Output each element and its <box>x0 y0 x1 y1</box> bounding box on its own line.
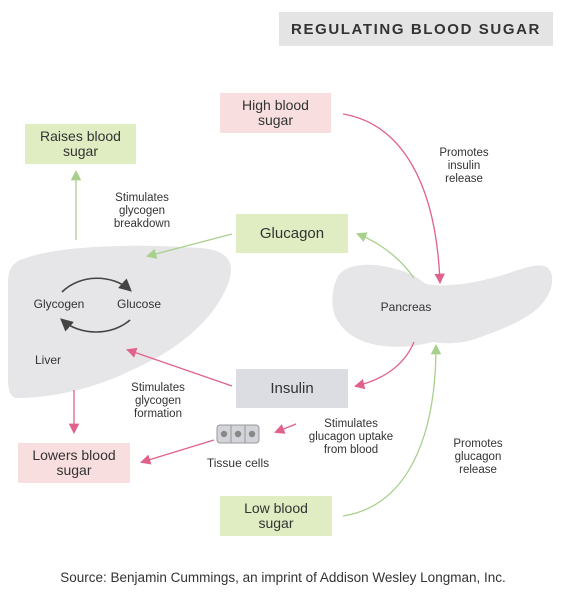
glucagon-to-liver-arrow <box>145 233 233 259</box>
glucagon-box: Glucagon <box>236 214 348 253</box>
pancreas-shape <box>332 264 553 347</box>
glucose-label: Glucose <box>116 297 162 311</box>
liver-shape <box>8 245 231 398</box>
lowers-blood-sugar-box: Lowers blood sugar <box>18 443 130 483</box>
tissue-cells-icon <box>216 424 260 444</box>
glycogen-label: Glycogen <box>33 297 85 311</box>
insulin-to-tissue-arrow <box>274 423 297 434</box>
insulin-to-liver-arrow <box>126 347 233 387</box>
stimulates-glycogen-breakdown-label: Stimulates glycogen breakdown <box>113 192 171 230</box>
glycogen-to-glucose-arrow <box>61 277 132 293</box>
pancreas-to-insulin-arrow <box>353 341 415 390</box>
insulin-box: Insulin <box>236 369 348 408</box>
promotes-insulin-release-label: Promotes insulin release <box>439 147 489 185</box>
glucose-to-glycogen-arrow <box>60 318 131 333</box>
low-sugar-to-pancreas-arrow <box>342 343 442 517</box>
diagram-title: REGULATING BLOOD SUGAR <box>279 12 553 46</box>
source-caption: Source: Benjamin Cummings, an imprint of… <box>60 570 506 585</box>
pancreas-label: Pancreas <box>380 300 432 314</box>
low-blood-sugar-box: Low blood sugar <box>220 496 332 536</box>
tissue-cells-label: Tissue cells <box>206 456 270 470</box>
stimulates-glucagon-uptake-label: Stimulates glucagon uptake from blood <box>308 418 394 456</box>
stimulates-glycogen-formation-label: Stimulates glycogen formation <box>131 382 185 420</box>
liver-label: Liver <box>34 353 61 367</box>
pancreas-to-glucagon-arrow <box>356 232 415 279</box>
high-blood-sugar-box: High blood sugar <box>220 93 331 133</box>
high-sugar-to-pancreas-arrow <box>342 113 445 285</box>
promotes-glucagon-release-label: Promotes glucagon release <box>453 438 503 476</box>
raises-blood-sugar-box: Raises blood sugar <box>25 124 136 164</box>
tissue-to-lowers-arrow <box>140 439 215 465</box>
